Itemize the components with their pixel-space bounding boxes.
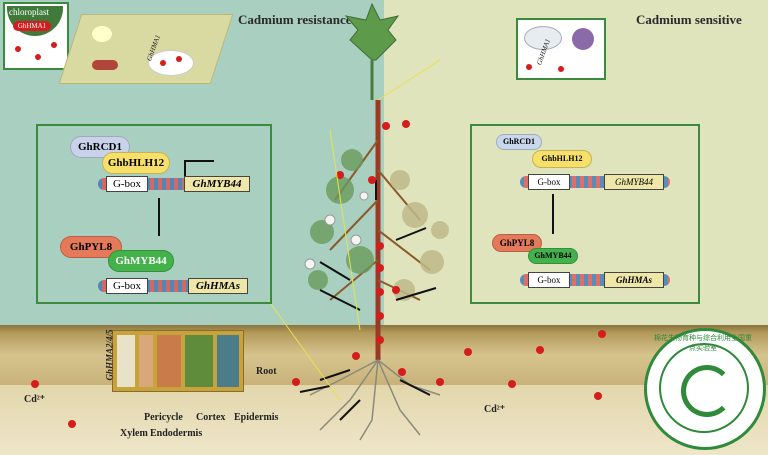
tss-arrow-head bbox=[184, 160, 214, 162]
lab-logo: 棉花生物育种与综合利用全国重点实验室 bbox=[644, 328, 766, 450]
gbox-element: G-box bbox=[528, 174, 570, 190]
ghmyb44-protein: GhMYB44 bbox=[108, 250, 174, 272]
leaf-shape bbox=[344, 2, 400, 61]
cortex-layer bbox=[185, 335, 213, 387]
roots bbox=[309, 359, 441, 441]
cotton-icon bbox=[681, 365, 733, 417]
guide-line bbox=[329, 129, 361, 331]
sensitive-regulation-panel: GhRCD1 GhbHLH12 G-box GhMYB44 GhPYL8 GhM… bbox=[470, 124, 700, 304]
xylem-label: Xylem bbox=[120, 428, 148, 439]
cadmium-label: Cd²⁺ bbox=[484, 404, 506, 415]
endodermis-label: Endodermis bbox=[150, 428, 203, 439]
transport-arrows bbox=[319, 180, 437, 311]
guide-line bbox=[377, 59, 441, 101]
cell-nucleus bbox=[92, 26, 112, 42]
sensitive-cell-inset: GhHMA1 bbox=[516, 18, 606, 80]
pericycle-label: Pericycle bbox=[144, 412, 183, 423]
nucleus bbox=[572, 28, 594, 50]
plant-cadmium-dots bbox=[336, 120, 410, 376]
ghbhlh12-protein: GhbHLH12 bbox=[102, 152, 170, 174]
epidermis-label: Epidermis bbox=[234, 412, 279, 423]
wilted-foliage bbox=[390, 170, 449, 301]
activation-arrow bbox=[552, 194, 554, 234]
cadmium-dot bbox=[35, 54, 41, 60]
guide-line bbox=[267, 299, 341, 401]
ghhmas-gene: GhHMAs bbox=[604, 272, 664, 288]
vacuole bbox=[148, 50, 194, 76]
gbox-element: G-box bbox=[106, 176, 148, 192]
ghmyb44-protein: GhMYB44 bbox=[528, 248, 578, 264]
vacuole bbox=[524, 26, 562, 50]
root-label: Root bbox=[256, 366, 277, 377]
chloroplast-inset: chloroplast GhHMA1 bbox=[3, 2, 69, 70]
activation-arrow bbox=[158, 198, 160, 236]
ghmyb44-gene: GhMYB44 bbox=[604, 174, 664, 190]
soil-band bbox=[0, 385, 768, 455]
chloroplast-label: chloroplast bbox=[9, 7, 49, 17]
cadmium-dot bbox=[176, 56, 182, 62]
ghmyb44-gene: GhMYB44 bbox=[184, 176, 250, 192]
ghhma1-transporter: GhHMA1 bbox=[13, 21, 51, 31]
cadmium-dot bbox=[15, 46, 21, 52]
cadmium-dot bbox=[51, 42, 57, 48]
ghrcd1-protein: GhRCD1 bbox=[496, 134, 542, 150]
cadmium-dot bbox=[160, 60, 166, 66]
cotton-bolls bbox=[304, 191, 369, 270]
sensitive-title: Cadmium sensitive bbox=[636, 12, 742, 27]
tss-arrow bbox=[184, 160, 186, 176]
endodermis-layer bbox=[157, 335, 181, 387]
cortex-label: Cortex bbox=[196, 412, 226, 423]
logo-inner-ring bbox=[659, 343, 749, 433]
resistance-title: Cadmium resistance bbox=[238, 12, 352, 27]
transporter-label: GhHMA2/4/5 bbox=[104, 329, 115, 381]
ghpyl8-protein: GhPYL8 bbox=[492, 234, 542, 252]
foliage bbox=[308, 149, 374, 290]
root-cross-section bbox=[112, 330, 244, 392]
chloroplast-organelle bbox=[92, 60, 118, 70]
cadmium-dot bbox=[526, 64, 532, 70]
ghbhlh12-protein: GhbHLH12 bbox=[532, 150, 592, 168]
resistance-regulation-panel: GhRCD1 GhbHLH12 G-box GhMYB44 GhPYL8 GhM… bbox=[36, 124, 272, 304]
pericycle-layer bbox=[139, 335, 153, 387]
cadmium-dot bbox=[558, 66, 564, 72]
logo-text: 棉花生物育种与综合利用全国重点实验室 bbox=[654, 334, 752, 352]
xylem-layer bbox=[117, 335, 135, 387]
ghpyl8-protein: GhPYL8 bbox=[60, 236, 122, 258]
epidermis-layer bbox=[217, 335, 239, 387]
ghhmas-gene: GhHMAs bbox=[188, 278, 248, 294]
gbox-element: G-box bbox=[528, 272, 570, 288]
gbox-element: G-box bbox=[106, 278, 148, 294]
cadmium-label: Cd²⁺ bbox=[24, 394, 46, 405]
